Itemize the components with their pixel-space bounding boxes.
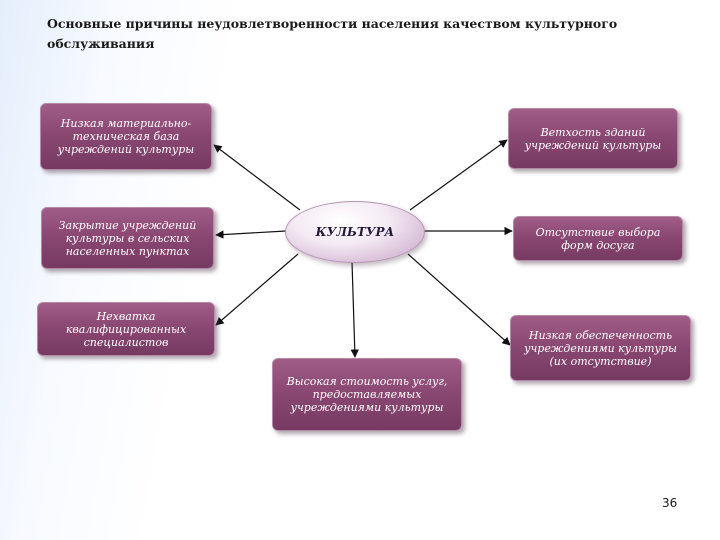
cause-old-buildings: Ветхость зданий учреждений культуры xyxy=(508,108,678,169)
arrow-to-material-base xyxy=(213,144,301,211)
arrow-to-high-cost xyxy=(350,261,359,358)
cause-closures-text: Закрытие учреждений культуры в сельских … xyxy=(58,218,197,258)
arrow-to-closures xyxy=(215,230,287,239)
cause-no-choice: Отсутствие выбора форм досуга xyxy=(513,216,683,261)
slide-title: Основные причины неудовлетворенности нас… xyxy=(47,16,618,51)
center-node-label: КУЛЬТУРА xyxy=(315,225,395,239)
cause-old-buildings-text: Ветхость зданий учреждений культуры xyxy=(524,125,662,152)
cause-high-cost-text: Высокая стоимость услуг, предоставляемых… xyxy=(286,375,448,414)
center-node-culture: КУЛЬТУРА xyxy=(285,201,425,263)
page-number: 36 xyxy=(662,496,678,510)
cause-high-cost: Высокая стоимость услуг, предоставляемых… xyxy=(272,358,462,431)
cause-no-choice-text: Отсутствие выбора форм досуга xyxy=(535,225,661,252)
cause-low-provision: Низкая обеспеченность учреждениями культ… xyxy=(510,315,691,381)
cause-material-base: Низкая материально-техническая база учре… xyxy=(40,103,212,170)
cause-staff-shortage-text: Нехватка квалифицированных специалистов xyxy=(65,309,187,349)
arrow-to-old-buildings xyxy=(409,139,508,211)
arrow-to-low-provision xyxy=(407,253,511,346)
cause-low-provision-text: Низкая обеспеченность учреждениями культ… xyxy=(524,328,677,368)
cause-closures: Закрытие учреждений культуры в сельских … xyxy=(41,207,214,269)
cause-material-base-text: Низкая материально-техническая база учре… xyxy=(57,117,195,156)
cause-staff-shortage: Нехватка квалифицированных специалистов xyxy=(37,302,215,356)
arrow-to-staff-shortage xyxy=(215,253,299,326)
